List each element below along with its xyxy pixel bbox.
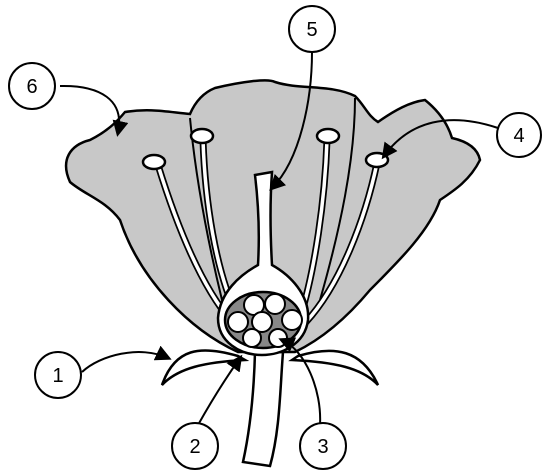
- ovule: [269, 329, 287, 347]
- label-4: 4: [497, 113, 541, 157]
- label-3: 3: [300, 423, 346, 469]
- ovule: [228, 312, 248, 332]
- label-1: 1: [35, 352, 81, 398]
- svg-text:2: 2: [189, 436, 200, 458]
- label-6: 6: [9, 63, 55, 109]
- anther-3: [317, 129, 339, 143]
- sepal-right: [292, 351, 378, 385]
- leader-2: [198, 358, 240, 425]
- svg-text:1: 1: [52, 365, 63, 387]
- leader-1: [82, 352, 168, 372]
- svg-text:5: 5: [306, 19, 317, 41]
- ovule: [265, 294, 285, 314]
- svg-text:3: 3: [317, 436, 328, 458]
- flower-stalk: [243, 352, 283, 466]
- ovule: [282, 310, 302, 330]
- svg-text:4: 4: [513, 125, 524, 147]
- anther-2: [191, 129, 213, 143]
- svg-text:6: 6: [26, 76, 37, 98]
- label-5: 5: [289, 6, 335, 52]
- ovule: [243, 329, 261, 347]
- anther-1: [143, 155, 165, 169]
- label-2: 2: [172, 423, 218, 469]
